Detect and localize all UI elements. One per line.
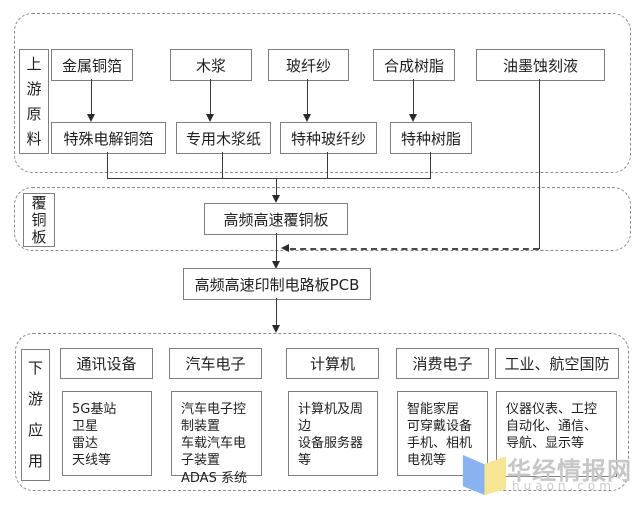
connector-line: [413, 79, 414, 115]
huaon-logo-icon: [484, 456, 507, 495]
watermark: 华经情报网 huaon.com: [458, 446, 640, 506]
node-wood-pulp: 木浆: [170, 49, 252, 81]
connector-line: [276, 298, 277, 326]
arrow-down-icon: [272, 261, 280, 269]
watermark-brand-text: 华经情报网: [507, 457, 632, 485]
connector-bus-line: [107, 178, 431, 179]
connector-line: [276, 178, 277, 196]
connector-line: [222, 152, 223, 178]
category-communication-equipment: 通讯设备: [60, 348, 153, 379]
connector-line: [210, 79, 211, 115]
connector-line: [327, 152, 328, 178]
upstream-section-frame: [14, 13, 631, 173]
category-consumer-electronics: 消费电子: [396, 348, 489, 379]
node-special-electrolytic-copper-foil: 特殊电解铜箔: [51, 122, 166, 154]
category-computer: 计算机: [286, 348, 379, 379]
downstream-label-text: 下游应用: [27, 359, 43, 470]
category-industrial-aerospace-defense: 工业、航空国防: [495, 348, 619, 379]
node-metal-copper-foil: 金属铜箔: [51, 49, 133, 81]
arrow-down-icon: [206, 114, 214, 122]
arrow-left-icon: [281, 244, 289, 252]
items-industrial-aerospace-defense: 仪器仪表、工控自动化、通信、导航、显示等: [496, 391, 617, 477]
watermark-domain-text: huaon.com: [512, 479, 615, 493]
arrow-down-icon: [87, 114, 95, 122]
ccl-section-frame: [14, 187, 631, 251]
downstream-section-label: 下游应用: [21, 349, 50, 481]
downstream-section-frame: [15, 333, 629, 491]
node-special-resin: 特种树脂: [390, 122, 472, 154]
connector-line: [107, 152, 108, 178]
items-communication-equipment: 5G基站 卫星 雷达 天线等: [62, 391, 152, 476]
items-computer: 计算机及周边 设备服务器等: [288, 391, 378, 476]
connector-line: [430, 152, 431, 178]
arrow-down-icon: [409, 114, 417, 122]
node-synthetic-resin: 合成树脂: [373, 49, 455, 81]
ccl-label-text: 覆铜板: [31, 193, 47, 246]
arrow-down-icon: [272, 325, 280, 333]
node-high-freq-pcb: 高频高速印制电路板PCB: [183, 268, 371, 300]
node-glass-fiber-yarn: 玻纤纱: [268, 49, 349, 81]
node-ink-etching-liquid: 油墨蚀刻液: [476, 49, 605, 81]
ink-bypass-line: [539, 79, 540, 249]
items-automotive-electronics: 汽车电子控制装置 车载汽车电子装置 ADAS 系统: [171, 391, 262, 486]
node-special-wood-pulp-paper: 专用木浆纸: [176, 122, 271, 154]
upstream-section-label: 上游原料: [19, 49, 49, 154]
ccl-section-label: 覆铜板: [23, 193, 55, 247]
items-consumer-electronics: 智能家居 可穿戴设备 手机、相机 电视等: [397, 391, 488, 476]
upstream-label-text: 上游原料: [26, 54, 42, 148]
connector-line: [276, 233, 277, 261]
category-automotive-electronics: 汽车电子: [169, 348, 262, 379]
node-special-glass-fiber-yarn: 特种玻纤纱: [280, 122, 377, 154]
arrow-down-icon: [303, 114, 311, 122]
node-high-freq-ccl: 高频高速覆铜板: [204, 203, 348, 235]
ink-bypass-horizontal-line: [290, 248, 539, 250]
connector-line: [91, 79, 92, 115]
arrow-down-icon: [272, 195, 280, 203]
connector-line: [307, 79, 308, 115]
huaon-logo-icon: [462, 454, 485, 495]
